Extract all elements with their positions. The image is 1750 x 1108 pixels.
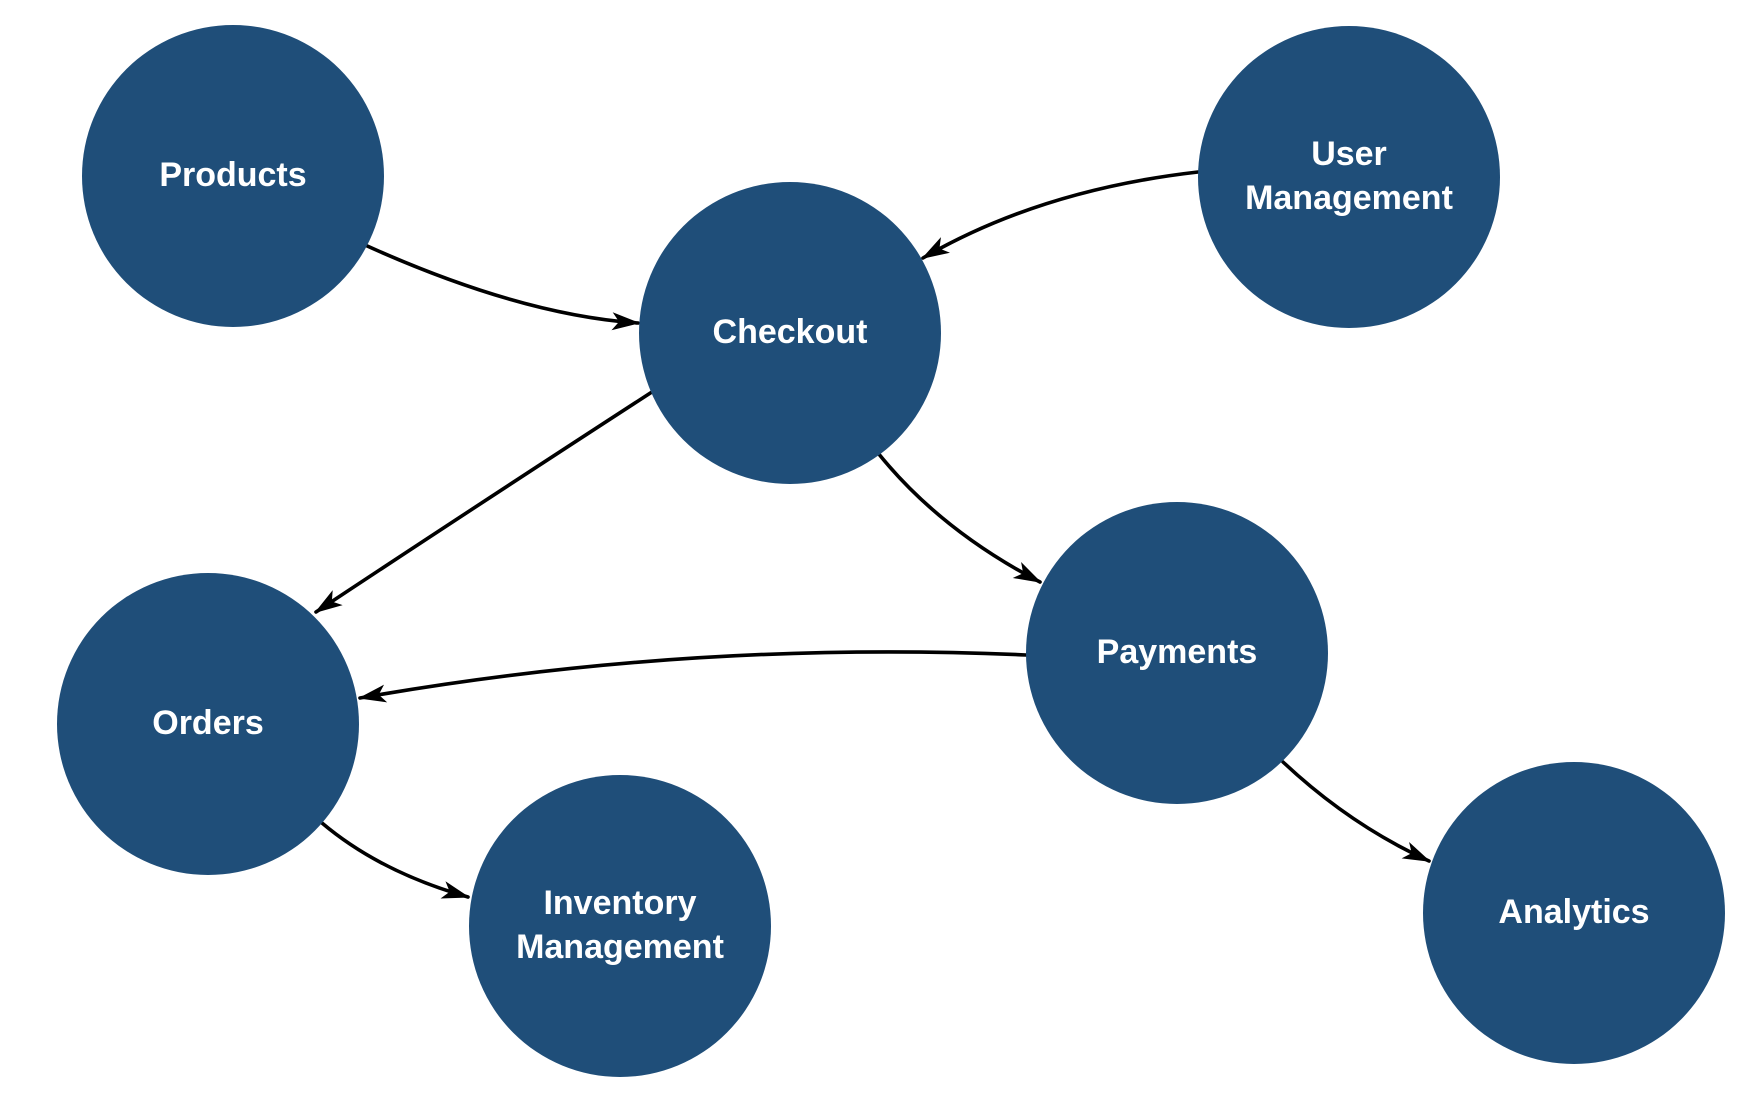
edge-user-management-to-checkout: [921, 170, 1200, 260]
edge-orders-to-inventory-management: [320, 821, 470, 899]
node-inventory-management-label: Inventory Management: [516, 884, 724, 966]
node-user-management[interactable]: User Management: [1198, 26, 1500, 328]
edge-products-to-checkout: [363, 243, 640, 331]
edge-checkout-to-payments: [876, 451, 1042, 584]
edge-payments-to-analytics: [1281, 760, 1431, 863]
node-checkout[interactable]: Checkout: [639, 182, 941, 484]
node-user-management-label: User Management: [1245, 135, 1453, 217]
node-orders-label: Orders: [152, 704, 264, 743]
edge-checkout-to-orders: [314, 388, 657, 614]
edge-payments-to-orders: [358, 650, 1028, 703]
node-inventory-management[interactable]: Inventory Management: [469, 775, 771, 1077]
node-analytics-label: Analytics: [1498, 893, 1650, 932]
node-products-label: Products: [159, 156, 307, 195]
node-orders[interactable]: Orders: [57, 573, 359, 875]
node-payments[interactable]: Payments: [1026, 502, 1328, 804]
node-payments-label: Payments: [1096, 633, 1258, 672]
node-checkout-label: Checkout: [712, 313, 868, 352]
node-products[interactable]: Products: [82, 25, 384, 327]
node-analytics[interactable]: Analytics: [1423, 762, 1725, 1064]
